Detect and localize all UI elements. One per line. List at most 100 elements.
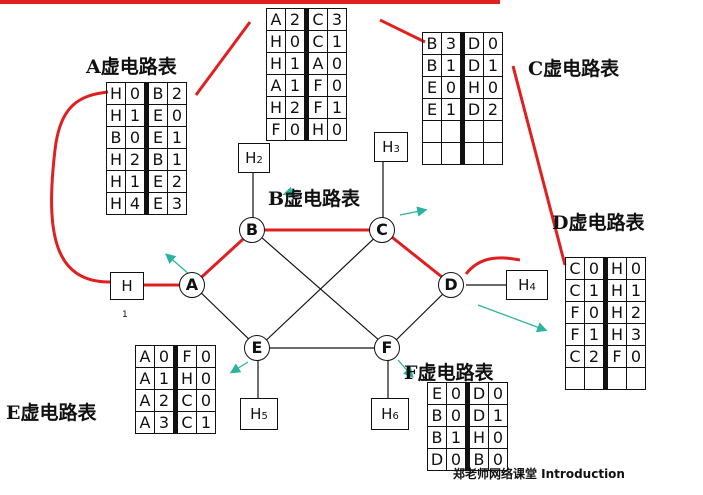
link-c-e: [257, 229, 384, 349]
table-cell: 0: [285, 30, 309, 53]
network-links: [192, 158, 506, 398]
table-cell: C: [565, 257, 585, 280]
table-cell: 2: [285, 96, 309, 119]
table-cell: C: [175, 389, 197, 412]
table-cell: E: [422, 98, 442, 121]
table-cell: H: [175, 367, 197, 390]
table-a-title: A虚电路表: [86, 56, 177, 78]
table-cell: 0: [327, 52, 347, 75]
table-row: [422, 120, 503, 143]
table-cell: 1: [327, 30, 347, 53]
pointer-arrows: [165, 186, 548, 378]
table-cell: D: [427, 448, 447, 471]
table-cell: 0: [446, 448, 470, 471]
table-cell: 1: [167, 148, 187, 171]
table-cell: 2: [154, 389, 178, 412]
table-cell: H: [605, 257, 627, 280]
table-cell: C: [565, 279, 585, 302]
table-cell: 0: [446, 404, 470, 427]
table-cell: 2: [285, 8, 309, 31]
table-cell: [441, 120, 465, 143]
table-cell: 3: [167, 192, 187, 215]
table-cell: H: [106, 104, 126, 127]
table-cell: [483, 142, 503, 165]
table-cell: B: [427, 426, 447, 449]
table-cell: H: [106, 148, 126, 171]
table-cell: 2: [167, 82, 187, 105]
table-cell: B: [146, 82, 168, 105]
table-cell: [441, 142, 465, 165]
table-cell: H: [462, 76, 484, 99]
table-cell: 2: [584, 345, 608, 368]
table-cell: H: [266, 30, 286, 53]
table-cell: F: [306, 74, 328, 97]
table-cell: 1: [125, 104, 149, 127]
table-cell: 1: [285, 52, 309, 75]
table-cell: 0: [584, 301, 608, 324]
table-cell: A: [266, 8, 286, 31]
table-cell: 1: [584, 279, 608, 302]
table-cell: H: [106, 170, 126, 193]
table-cell: 1: [441, 54, 465, 77]
table-cell: A: [266, 74, 286, 97]
table-cell: H: [106, 192, 126, 215]
table-cell: F: [565, 301, 585, 324]
table-cell: 0: [584, 257, 608, 280]
table-cell: [584, 367, 608, 390]
table-cell: [565, 367, 585, 390]
table-cell: H: [106, 82, 126, 105]
table-cell: F: [175, 345, 197, 368]
table-cell: E: [422, 76, 442, 99]
table-cell: 1: [446, 426, 470, 449]
table-cell: 2: [125, 148, 149, 171]
table-e-title: E虚电路表: [6, 402, 97, 424]
table-cell: 0: [327, 74, 347, 97]
table-cell: 1: [584, 323, 608, 346]
host-h2-box: H2: [238, 143, 270, 173]
table-cell: E: [427, 382, 447, 405]
host-h1-subscript: 1: [122, 310, 128, 320]
table-cell: 0: [441, 76, 465, 99]
table-cell: 1: [196, 411, 216, 434]
table-cell: D: [462, 54, 484, 77]
table-cell: H: [467, 426, 489, 449]
table-cell: D: [462, 98, 484, 121]
table-cell: 3: [327, 8, 347, 31]
table-cell: 0: [125, 82, 149, 105]
host-h5-box: H5: [240, 398, 278, 430]
table-cell: 0: [488, 382, 508, 405]
table-cell: F: [266, 118, 286, 141]
table-cell: A: [135, 389, 155, 412]
table-d-title: D虚电路表: [552, 212, 645, 234]
table-cell: 1: [626, 279, 646, 302]
router-node-d: D: [438, 272, 464, 298]
table-cell: 1: [441, 98, 465, 121]
table-cell: C: [306, 30, 328, 53]
table-cell: 0: [167, 104, 187, 127]
table-cell: H: [605, 323, 627, 346]
table-cell: [422, 142, 442, 165]
table-cell: H: [605, 279, 627, 302]
table-cell: E: [146, 192, 168, 215]
